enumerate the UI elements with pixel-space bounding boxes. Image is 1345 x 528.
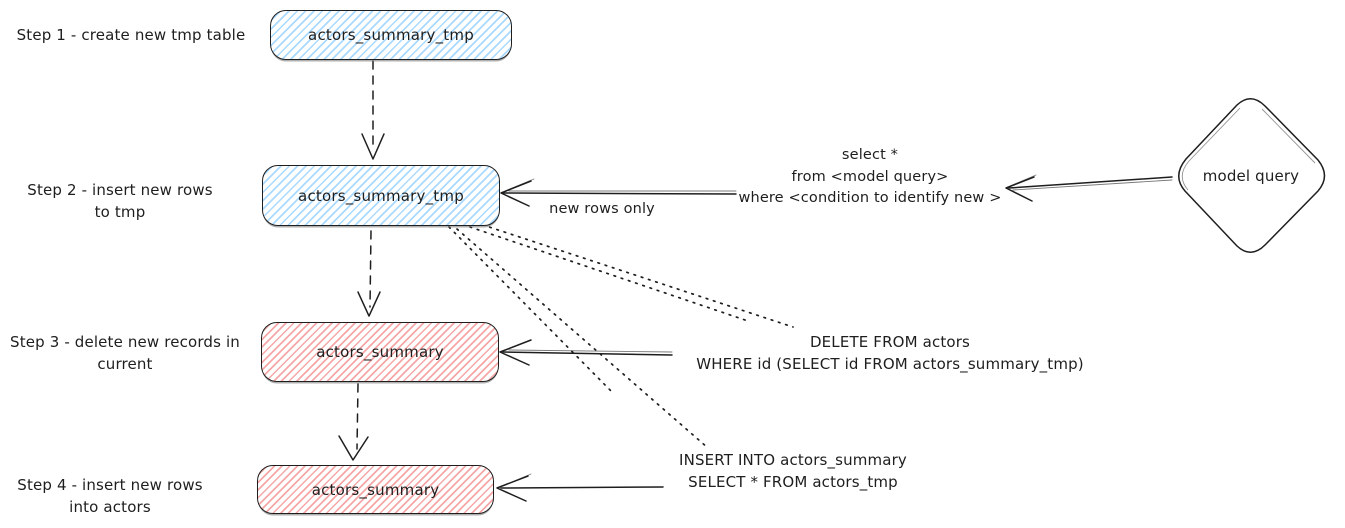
step-4-caption: Step 4 - insert new rows into actors	[5, 474, 215, 518]
model-query-label: model query	[1202, 167, 1300, 185]
arrow-delete-query-to-summary	[499, 339, 673, 366]
node-step4-label: actors_summary	[311, 480, 440, 499]
arrow-insert-query-to-summary	[496, 473, 664, 502]
arrow-step2-to-step3	[357, 230, 381, 317]
step-4-caption-line2: into actors	[69, 498, 151, 516]
arrow-model-query-to-select	[1005, 174, 1173, 202]
step-1-caption: Step 1 - create new tmp table	[10, 24, 252, 46]
insert-query-annotation: INSERT INTO actors_summary SELECT * FROM…	[663, 450, 923, 493]
arrow-select-query-to-tmp	[500, 178, 737, 207]
select-query-line3: where <condition to identify new >	[738, 190, 1002, 206]
step-2-caption: Step 2 - insert new rows to tmp	[20, 179, 220, 223]
insert-query-line1: INSERT INTO actors_summary	[679, 451, 907, 469]
node-step2-label: actors_summary_tmp	[298, 186, 464, 205]
select-query-line1: select *	[841, 147, 899, 163]
node-step3-actors-summary: actors_summary	[261, 322, 499, 382]
step-2-caption-line2: to tmp	[94, 203, 146, 221]
delete-query-line2: WHERE id (SELECT id FROM actors_summary_…	[696, 354, 1084, 373]
new-rows-only-label: new rows only	[549, 201, 655, 217]
step-2-caption-line1: Step 2 - insert new rows	[27, 181, 213, 199]
node-step1-label: actors_summary_tmp	[308, 26, 474, 44]
node-step2-actors-summary-tmp: actors_summary_tmp	[262, 165, 500, 226]
arrow-step3-to-step4	[338, 383, 369, 461]
step-4-caption-line1: Step 4 - insert new rows	[17, 476, 203, 494]
delete-query-annotation: DELETE FROM actors WHERE id (SELECT id F…	[658, 332, 1122, 375]
model-query-node	[1178, 98, 1326, 253]
step-3-caption: Step 3 - delete new records in current	[5, 331, 245, 375]
dotted-reference-lines	[448, 219, 794, 449]
arrow-step1-to-step2	[361, 60, 385, 160]
node-step1-actors-summary-tmp: actors_summary_tmp	[270, 10, 512, 60]
step-1-caption-line: Step 1 - create new tmp table	[16, 26, 246, 44]
node-step3-label: actors_summary	[316, 343, 444, 361]
insert-query-line2: SELECT * FROM actors_tmp	[688, 472, 898, 491]
delete-query-line1: DELETE FROM actors	[809, 333, 971, 351]
select-query-line2: from <model query>	[791, 168, 949, 185]
step-3-caption-line1: Step 3 - delete new records in	[10, 333, 240, 351]
node-step4-actors-summary: actors_summary	[257, 465, 494, 514]
step-3-caption-line2: current	[97, 355, 153, 373]
select-query-annotation: select * from <model query> where <condi…	[718, 145, 1022, 210]
